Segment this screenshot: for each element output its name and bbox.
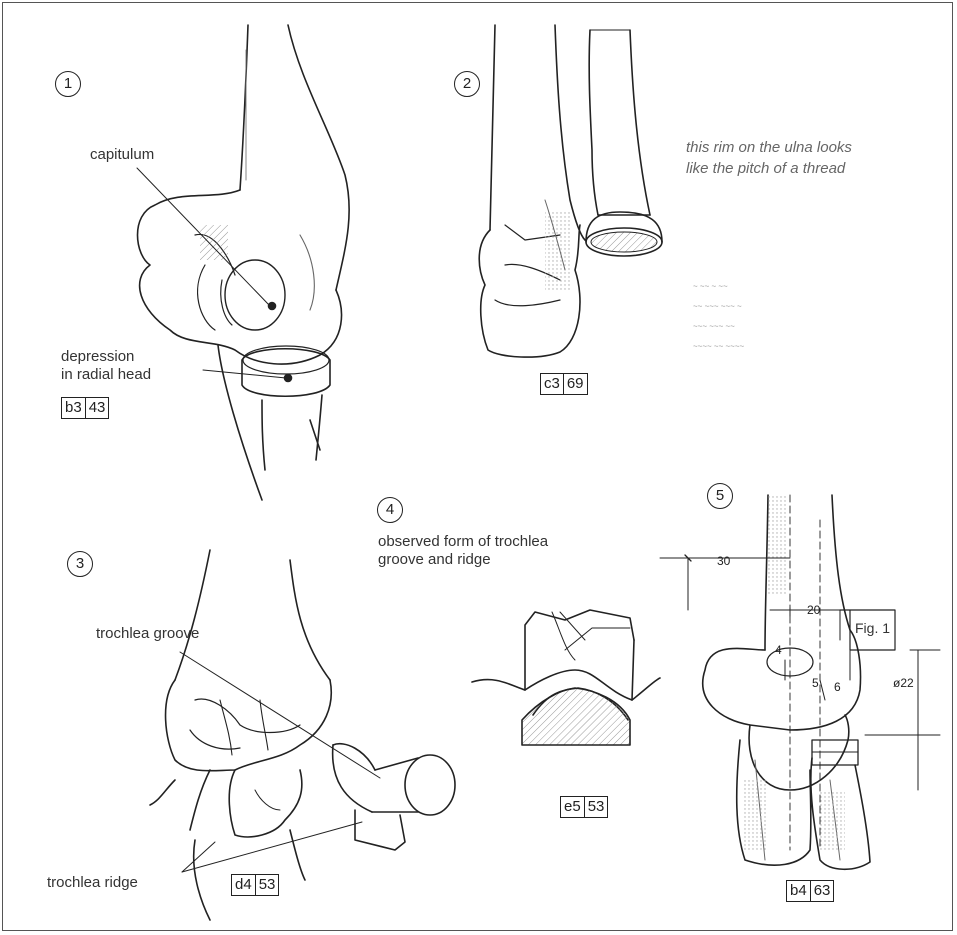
dimension-22: ø22 bbox=[893, 676, 914, 690]
scribble-line: ~~~ ~~~ ~~ bbox=[693, 322, 744, 332]
scribble-line: ~ ~~ ~ ~~ bbox=[693, 282, 744, 292]
scribble-line: ~~~~ ~~ ~~~~ bbox=[693, 342, 744, 352]
panel-number-3: 3 bbox=[67, 551, 93, 577]
dimension-6: 6 bbox=[834, 680, 841, 694]
trochlea-ridge-label: trochlea ridge bbox=[47, 874, 138, 892]
ulna-note-line2: like the pitch of a thread bbox=[686, 158, 845, 179]
illegible-notes: ~ ~~ ~ ~~ ~~ ~~~ ~~~ ~ ~~~ ~~~ ~~ ~~~~ ~… bbox=[693, 282, 744, 352]
ref-box-panel-2: c369 bbox=[540, 373, 588, 395]
scribble-line: ~~ ~~~ ~~~ ~ bbox=[693, 302, 744, 312]
panel-number-1: 1 bbox=[55, 71, 81, 97]
panel-1-sketch bbox=[137, 25, 349, 500]
ref-box-panel-1: b343 bbox=[61, 397, 109, 419]
ref-code: e5 bbox=[560, 796, 585, 818]
panel-2-sketch bbox=[479, 25, 662, 357]
capitulum-label: capitulum bbox=[90, 146, 154, 164]
panel-number-5: 5 bbox=[707, 483, 733, 509]
observed-form-label-line1: observed form of trochlea bbox=[378, 533, 548, 551]
ref-box-panel-5: b463 bbox=[786, 880, 834, 902]
dimension-4: 4 bbox=[775, 643, 782, 657]
ref-code: d4 bbox=[231, 874, 256, 896]
ref-number: 53 bbox=[256, 874, 280, 896]
panel-3-sketch bbox=[150, 550, 455, 920]
ref-number: 69 bbox=[564, 373, 588, 395]
ref-code: c3 bbox=[540, 373, 564, 395]
ref-box-panel-4: e553 bbox=[560, 796, 608, 818]
ref-number: 63 bbox=[811, 880, 835, 902]
dimension-20: 20 bbox=[807, 603, 820, 617]
ref-box-panel-3: d453 bbox=[231, 874, 279, 896]
trochlea-groove-label: trochlea groove bbox=[96, 625, 199, 643]
depression-label-line1: depression bbox=[61, 348, 134, 366]
panel-number-2: 2 bbox=[454, 71, 480, 97]
ref-number: 43 bbox=[86, 397, 110, 419]
ref-code: b3 bbox=[61, 397, 86, 419]
ref-code: b4 bbox=[786, 880, 811, 902]
depression-label-line2: in radial head bbox=[61, 366, 151, 384]
dimension-30: 30 bbox=[717, 554, 730, 568]
panel-number-4: 4 bbox=[377, 497, 403, 523]
ref-number: 53 bbox=[585, 796, 609, 818]
fig-1-label: Fig. 1 bbox=[855, 619, 890, 637]
ulna-note-line1: this rim on the ulna looks bbox=[686, 137, 852, 158]
panel-4-sketch bbox=[472, 610, 660, 745]
observed-form-label-line2: groove and ridge bbox=[378, 551, 491, 569]
dimension-5: 5 bbox=[812, 676, 819, 690]
